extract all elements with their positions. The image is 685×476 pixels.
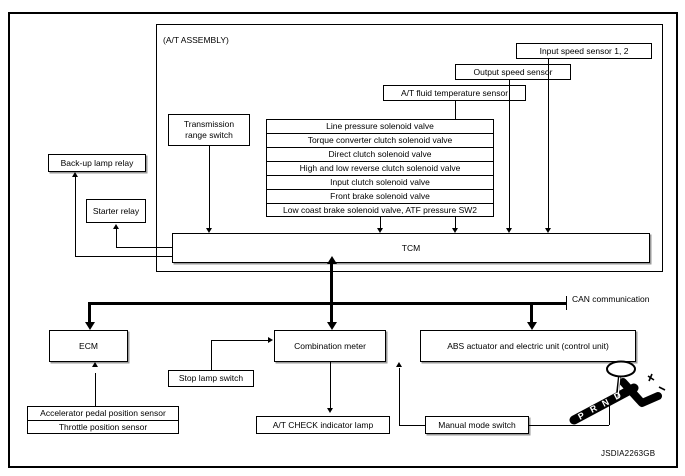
sensor-box-input-speed[interactable]: Input speed sensor 1, 2 xyxy=(516,43,652,59)
transmission-range-switch-label-line2: range switch xyxy=(185,130,233,140)
line-tcm-to-starter-relay-h xyxy=(116,247,172,248)
can-bus-terminator xyxy=(566,296,567,310)
line-tcm-to-backup-relay-h xyxy=(75,256,172,257)
line-manual-mode-to-lever-h xyxy=(529,425,609,426)
solenoid-row[interactable]: Line pressure solenoid valve xyxy=(266,119,494,133)
solenoid-row[interactable]: Torque converter clutch solenoid valve xyxy=(266,133,494,147)
transmission-range-switch-label-line1: Transmission xyxy=(183,119,235,130)
solenoid-row[interactable]: Front brake solenoid valve xyxy=(266,189,494,203)
engine-sensor-row[interactable]: Throttle position sensor xyxy=(27,420,179,434)
line-range-switch-to-tcm xyxy=(209,146,210,229)
line-manual-mode-h xyxy=(399,425,425,426)
svg-text:R: R xyxy=(588,403,599,415)
svg-text:D: D xyxy=(612,390,623,402)
solenoid-row[interactable]: Input clutch solenoid valve xyxy=(266,175,494,189)
back-up-lamp-relay-box[interactable]: Back-up lamp relay xyxy=(48,154,146,172)
line-engine-sensors-to-ecm xyxy=(95,373,96,406)
solenoid-row[interactable]: High and low reverse clutch solenoid val… xyxy=(266,161,494,175)
solenoid-valve-list: Line pressure solenoid valve Torque conv… xyxy=(266,119,494,217)
arrow-can-to-combination-meter xyxy=(326,322,337,330)
can-branch-abs xyxy=(530,302,533,324)
starter-relay-box[interactable]: Starter relay xyxy=(86,199,146,223)
svg-text:N: N xyxy=(600,397,610,409)
can-branch-combination-meter xyxy=(330,302,333,324)
line-manual-mode-v xyxy=(399,368,400,425)
abs-unit-box[interactable]: ABS actuator and electric unit (control … xyxy=(420,330,636,362)
arrow-engine-sensors-to-ecm xyxy=(92,362,99,367)
line-solenoids-to-tcm xyxy=(380,217,381,229)
figure-code: JSDIA2263GB xyxy=(601,449,656,458)
can-communication-label: CAN communication xyxy=(572,294,650,304)
engine-sensor-row[interactable]: Accelerator pedal position sensor xyxy=(27,406,179,420)
arrow-tcm-to-starter-relay xyxy=(113,224,120,229)
sensor-box-output-speed[interactable]: Output speed sensor xyxy=(455,64,571,80)
line-tcm-to-starter-relay-v xyxy=(116,229,117,247)
at-check-indicator-lamp-box[interactable]: A/T CHECK indicator lamp xyxy=(256,416,390,434)
shift-lever-icon: P R N D xyxy=(569,360,666,425)
arrow-output-speed-to-tcm xyxy=(506,228,513,233)
arrow-stop-lamp-to-meter xyxy=(268,337,273,344)
can-branch-ecm xyxy=(88,302,91,324)
line-output-speed-to-tcm xyxy=(509,80,510,229)
transmission-range-switch-box[interactable]: Transmission range switch xyxy=(168,114,250,146)
arrow-can-to-tcm xyxy=(326,256,337,264)
arrow-can-to-abs xyxy=(526,322,537,330)
arrow-input-speed-to-tcm xyxy=(545,228,552,233)
line-manual-mode-to-lever-v xyxy=(609,405,610,425)
arrow-tcm-to-backup-relay xyxy=(72,172,79,177)
arrow-manual-mode-to-meter xyxy=(396,362,403,367)
line-tcm-can-link xyxy=(330,263,333,305)
svg-text:P: P xyxy=(576,410,586,422)
sensor-box-at-fluid-temp[interactable]: A/T fluid temperature sensor xyxy=(383,85,526,101)
ecm-box[interactable]: ECM xyxy=(49,330,128,362)
manual-mode-switch-box[interactable]: Manual mode switch xyxy=(425,416,529,434)
arrow-meter-to-at-check xyxy=(327,408,334,413)
line-stop-lamp-h xyxy=(211,340,268,341)
can-bus-line xyxy=(88,302,566,305)
line-meter-to-at-check xyxy=(330,362,331,409)
arrow-range-switch-to-tcm xyxy=(206,228,213,233)
line-tcm-to-backup-relay-v xyxy=(75,177,76,256)
line-input-speed-to-tcm xyxy=(548,59,549,229)
arrow-at-fluid-temp-to-tcm xyxy=(452,228,459,233)
diagram-outer-border xyxy=(8,12,678,468)
at-assembly-title: (A/T ASSEMBLY) xyxy=(163,35,229,45)
at-assembly-frame xyxy=(156,24,663,272)
solenoid-row[interactable]: Direct clutch solenoid valve xyxy=(266,147,494,161)
engine-sensor-list: Accelerator pedal position sensor Thrott… xyxy=(27,406,179,434)
arrow-solenoids-to-tcm xyxy=(377,228,384,233)
combination-meter-box[interactable]: Combination meter xyxy=(274,330,386,362)
stop-lamp-switch-box[interactable]: Stop lamp switch xyxy=(168,370,254,387)
arrow-can-to-ecm xyxy=(84,322,95,330)
tcm-box[interactable]: TCM xyxy=(172,233,650,263)
solenoid-row[interactable]: Low coast brake solenoid valve, ATF pres… xyxy=(266,203,494,217)
line-stop-lamp-v xyxy=(211,340,212,370)
